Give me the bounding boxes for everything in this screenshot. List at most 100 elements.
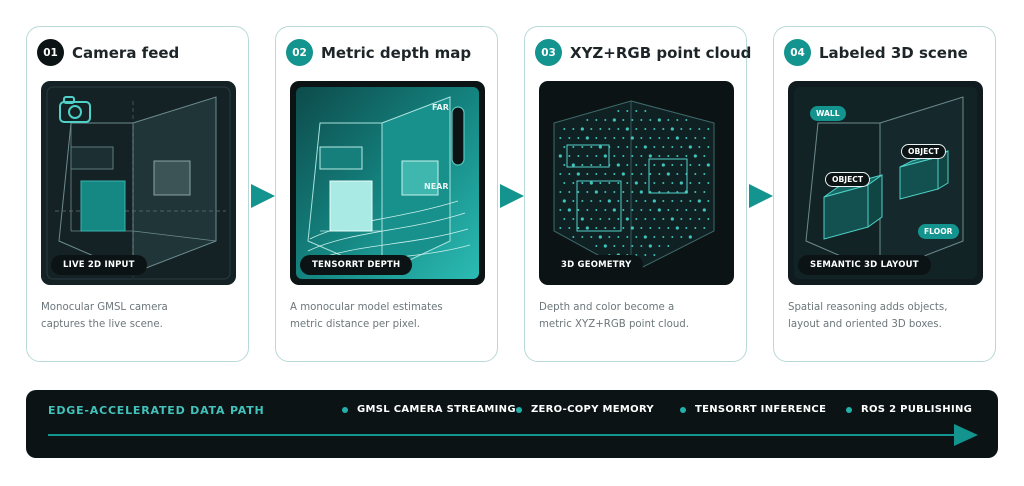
point-cloud-dot	[613, 245, 616, 247]
point-cloud-dot	[694, 137, 697, 139]
point-cloud-dot	[703, 173, 706, 175]
point-cloud-dot	[630, 136, 634, 140]
point-cloud-dot	[626, 236, 629, 238]
point-cloud-dot	[662, 182, 665, 184]
flow-arrow-icon	[749, 184, 773, 208]
point-cloud-dot	[581, 200, 584, 202]
card-point-cloud: 03 XYZ+RGB point cloud 3D GEOMETRY Depth…	[524, 26, 751, 362]
data-path-step: TENSORRT INFERENCE	[680, 404, 826, 415]
camera-icon	[59, 96, 91, 123]
point-cloud-dot	[581, 146, 584, 148]
card-camera-feed: 01 Camera feed LIVE 2D INPUT Monocular G…	[26, 26, 249, 362]
point-cloud-dot	[671, 182, 674, 184]
point-cloud-dot	[599, 218, 602, 220]
point-cloud-dot	[559, 173, 562, 175]
point-cloud-dot	[685, 155, 688, 157]
step-number-badge: 02	[286, 39, 313, 66]
point-cloud-dot	[689, 182, 692, 184]
point-cloud-dot	[617, 236, 620, 238]
point-cloud-dot	[670, 127, 674, 131]
point-cloud-dot	[658, 227, 661, 229]
point-cloud-dot	[599, 164, 602, 166]
depth-map-illustration	[296, 87, 479, 279]
point-cloud-dot	[572, 218, 575, 220]
point-cloud-panel: 3D GEOMETRY	[539, 81, 734, 285]
point-cloud-dot	[586, 119, 589, 121]
point-cloud-dot	[577, 155, 580, 157]
point-cloud-dot	[568, 173, 571, 175]
point-cloud-dot	[680, 128, 683, 130]
point-cloud-dot	[635, 128, 638, 130]
point-cloud-dot	[644, 110, 647, 112]
point-cloud-dot	[621, 172, 625, 176]
point-cloud-dot	[603, 244, 607, 248]
point-cloud-dot	[653, 218, 656, 220]
point-cloud-dot	[644, 128, 647, 130]
description-line: layout and oriented 3D boxes.	[788, 319, 942, 330]
point-cloud-dot	[590, 218, 593, 220]
point-cloud-dot	[622, 209, 625, 211]
card-description: Depth and color become a metric XYZ+RGB …	[539, 299, 739, 333]
point-cloud-dot	[685, 227, 688, 229]
point-cloud-dot	[595, 155, 598, 157]
point-cloud-dot	[604, 119, 607, 121]
point-cloud-dot	[635, 236, 638, 238]
camera-feed-panel: LIVE 2D INPUT	[41, 81, 236, 285]
point-cloud-dot	[586, 209, 589, 211]
point-cloud-dot	[635, 146, 638, 148]
point-cloud-dot	[688, 235, 692, 239]
point-cloud-dot	[595, 173, 598, 175]
point-cloud-dot	[613, 137, 616, 139]
point-cloud-dot	[581, 182, 584, 184]
point-cloud-dot	[631, 209, 634, 211]
card-labeled-scene: 04 Labeled 3D scene WALL OBJECT OBJECT F…	[773, 26, 996, 362]
point-cloud-dot	[608, 182, 611, 184]
point-cloud-dot	[703, 227, 706, 229]
point-cloud-dot	[563, 218, 566, 220]
point-cloud-dot	[698, 218, 701, 220]
point-cloud-dot	[671, 146, 674, 148]
point-cloud-dot	[644, 218, 647, 220]
point-cloud-dot	[604, 173, 607, 175]
data-path-arrow-icon	[48, 424, 978, 446]
point-cloud-dot	[586, 173, 589, 175]
point-cloud-dot	[667, 227, 670, 229]
point-cloud-dot	[626, 164, 629, 166]
point-cloud-dot	[644, 200, 647, 202]
point-cloud-dot	[635, 110, 638, 112]
point-cloud-dot	[648, 244, 652, 248]
card-description: Monocular GMSL camera captures the live …	[41, 299, 241, 333]
point-cloud-dot	[586, 155, 589, 157]
point-cloud-dot	[698, 146, 701, 148]
point-cloud-dot	[670, 217, 674, 221]
point-cloud-dot	[594, 190, 598, 194]
card-header: 02 Metric depth map	[286, 39, 471, 66]
point-cloud-dot	[693, 154, 697, 158]
description-line: Depth and color become a	[539, 302, 675, 313]
point-cloud-dot	[617, 182, 620, 184]
point-cloud-dot	[559, 227, 562, 229]
depth-scale-far-label: FAR	[432, 103, 449, 112]
point-cloud-dot	[617, 218, 620, 220]
point-cloud-dot	[703, 137, 706, 139]
point-cloud-dot	[675, 136, 679, 140]
point-cloud-dot	[657, 118, 661, 122]
point-cloud-dot	[694, 209, 697, 211]
panel-label: TENSORRT DEPTH	[300, 255, 413, 275]
step-dot-icon	[846, 406, 852, 413]
point-cloud-dot	[595, 227, 598, 229]
point-cloud-dot	[631, 245, 634, 247]
point-cloud-dot	[625, 127, 629, 131]
point-cloud-dot	[685, 137, 688, 139]
point-cloud-dot	[680, 164, 683, 166]
point-cloud-dot	[706, 163, 710, 167]
point-cloud-dot	[653, 236, 656, 238]
point-cloud-dot	[599, 182, 602, 184]
point-cloud-dot	[640, 227, 643, 229]
point-cloud-dot	[662, 218, 665, 220]
card-title: Metric depth map	[321, 43, 472, 62]
panel-label: 3D GEOMETRY	[549, 255, 644, 275]
point-cloud-dot	[613, 155, 616, 157]
point-cloud-dot	[572, 200, 575, 202]
point-cloud-dot	[617, 200, 620, 202]
